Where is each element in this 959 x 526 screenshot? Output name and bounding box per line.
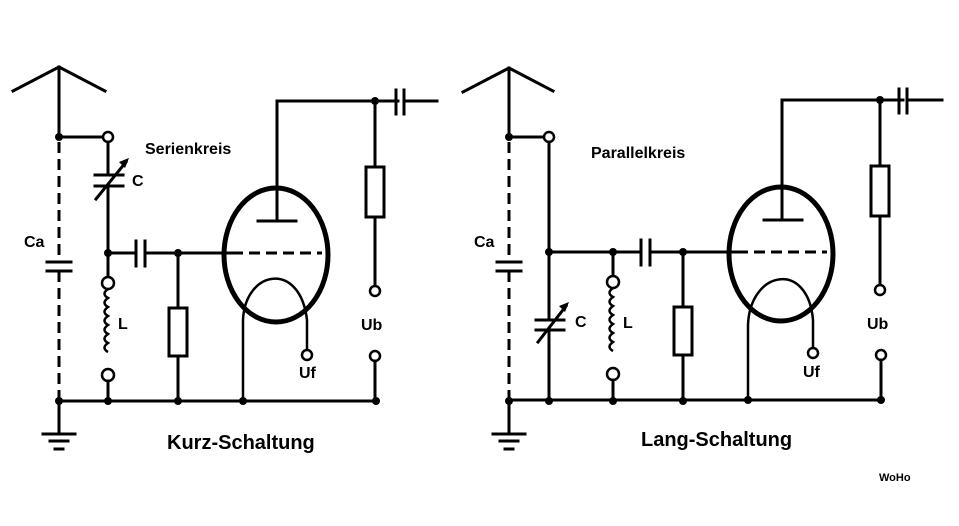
- junction-dot: [877, 396, 885, 404]
- label-l: L: [623, 315, 633, 332]
- antenna-icon: [460, 66, 556, 139]
- junction-dot: [104, 397, 112, 405]
- junction-dot: [505, 133, 513, 141]
- author-signature: WoHo: [879, 472, 911, 484]
- label-uf: Uf: [299, 365, 317, 382]
- junction-dot: [55, 133, 63, 141]
- label-l: L: [118, 316, 128, 333]
- grid-resistor: [672, 250, 694, 403]
- circuit-kurz: Ca C Serienkreis L: [10, 65, 439, 454]
- junction-dot: [679, 397, 687, 405]
- junction-dot: [372, 397, 380, 405]
- label-ub: Ub: [361, 317, 383, 334]
- antenna-icon: [10, 65, 108, 139]
- label-c: C: [575, 314, 587, 331]
- grid-coupling-capacitor: [639, 238, 739, 267]
- vacuum-tube-icon: [726, 98, 836, 400]
- grid-coupling-capacitor: [106, 239, 234, 268]
- junction-dot: [744, 396, 752, 404]
- circuit-title: Kurz-Schaltung: [167, 432, 315, 454]
- grid-resistor: [167, 251, 189, 403]
- label-resonant-circuit: Serienkreis: [145, 141, 231, 158]
- label-uf: Uf: [803, 364, 821, 381]
- junction-dot: [174, 397, 182, 405]
- ground-icon: [41, 399, 77, 451]
- junction-dot: [239, 397, 247, 405]
- variable-capacitor-c: [534, 250, 569, 403]
- coil-l: [100, 251, 116, 403]
- anode-resistor: [364, 99, 386, 298]
- antenna-capacitance-ca: [495, 142, 523, 400]
- vacuum-tube-icon: [221, 99, 331, 401]
- coil-l: [605, 250, 621, 403]
- output-coupling-capacitor: [394, 88, 439, 116]
- variable-capacitor-c: [93, 140, 129, 255]
- circuit-title: Lang-Schaltung: [641, 429, 792, 451]
- circuit-lang: Ca C Parallelkreis: [460, 66, 944, 451]
- junction-dot: [545, 397, 553, 405]
- label-ub: Ub: [867, 316, 889, 333]
- label-c: C: [132, 173, 144, 190]
- label-resonant-circuit: Parallelkreis: [591, 145, 685, 162]
- label-ca: Ca: [24, 234, 45, 251]
- antenna-capacitance-ca: [45, 142, 73, 398]
- output-coupling-capacitor: [897, 87, 944, 115]
- anode-resistor: [869, 98, 891, 297]
- ground-icon: [491, 399, 527, 451]
- label-ca: Ca: [474, 234, 495, 251]
- junction-dot: [609, 397, 617, 405]
